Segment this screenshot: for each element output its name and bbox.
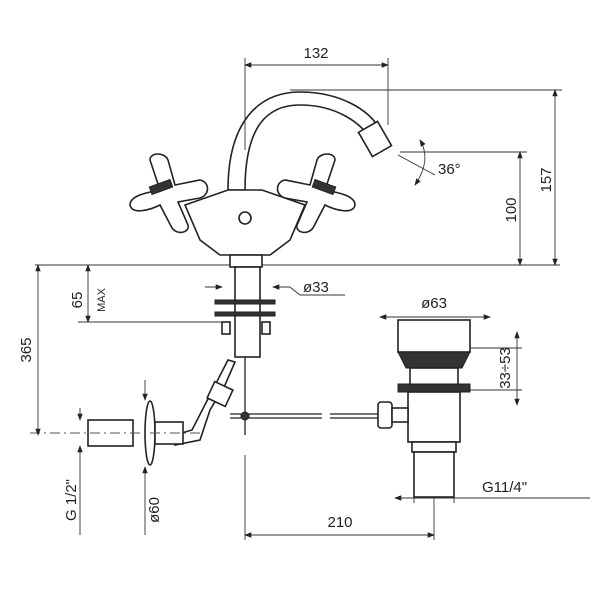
dim-base-diameter: ø33 [205,279,345,296]
label-waste-distance: 210 [327,514,352,531]
dim-spout-reach: 132 [244,45,389,150]
dim-total-depth: 365 [18,264,41,436]
base-ring [229,254,263,268]
faucet-body [183,91,393,268]
label-deck-thickness: 65 [69,292,86,309]
label-waste-thread: G11/4" [482,479,527,496]
spout [227,91,381,191]
label-waste-diameter: ø63 [421,295,447,312]
label-rosette-diameter: ø60 [146,497,163,523]
dim-spout-height: 100 [400,151,527,266]
water-inlet [30,400,200,466]
center-knob [238,211,252,225]
label-spout-reach: 132 [303,45,328,62]
waste-assembly [377,319,471,498]
label-base-diameter: ø33 [303,279,329,296]
label-nozzle-angle: 36° [438,161,461,178]
dim-waste-distance: 210 [244,455,435,540]
dim-rosette-diameter: ø60 [142,380,163,535]
label-waste-adjust: 33÷53 [497,347,514,389]
dim-nozzle-angle: 36° [397,139,461,186]
dim-inlet-thread: G 1/2" [63,408,83,535]
dim-waste-thread: G11/4" [394,479,590,503]
label-inlet-thread: G 1/2" [63,479,80,521]
dim-waste-diameter: ø63 [379,295,491,320]
dim-deck-thickness: 65 MAX [69,264,222,323]
label-total-depth: 365 [18,337,35,362]
left-handle [129,153,209,234]
popup-rod [230,411,378,421]
nozzle [357,120,393,158]
dim-total-height: 157 [290,89,562,266]
label-spout-height: 100 [503,197,520,222]
label-max: MAX [96,287,108,312]
right-handle [276,153,356,234]
dim-waste-adjust: 33÷53 [470,331,522,406]
label-total-height: 157 [538,167,555,192]
